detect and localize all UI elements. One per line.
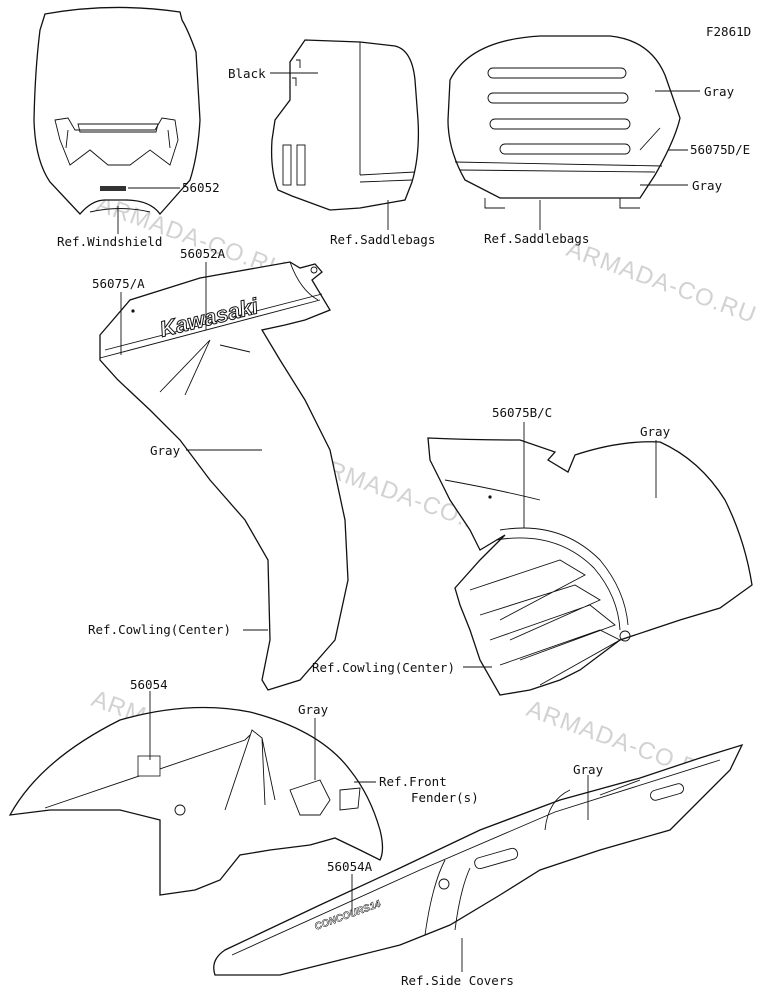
- side-cover-groove: [424, 859, 471, 936]
- saddlebag-right-slot-4: [499, 143, 631, 155]
- cowling-left-part: Kawasaki 56075/A 56052A Gray Ref.Cowling…: [88, 246, 349, 691]
- saddlebag-left-edges: [359, 42, 416, 183]
- cowling-right-screw: [488, 495, 492, 499]
- front-fender-hole: [174, 804, 186, 816]
- side-cover-slot-2: [650, 783, 684, 801]
- label-gray-fender: Gray: [298, 702, 329, 717]
- side-cover-outline: [213, 743, 744, 976]
- label-stripe-cowl-right: 56075B/C: [492, 405, 552, 420]
- windshield-bracket-inner: [65, 123, 171, 149]
- label-side-covers-ref: Ref.Side Covers: [401, 973, 514, 988]
- cowling-right-crease: [444, 479, 541, 501]
- saddlebag-right-stripe: [454, 161, 663, 173]
- cowling-right-louvers: [469, 559, 621, 686]
- label-cowling-ref-right: Ref.Cowling(Center): [312, 660, 455, 675]
- saddlebag-left-vent-2: [296, 144, 306, 186]
- front-fender-inner: [224, 729, 276, 811]
- saddlebag-left-outline: [270, 39, 420, 211]
- cowling-right-part: 56075B/C Gray Ref.Cowling(Center): [312, 405, 753, 696]
- side-cover-slot-1: [474, 847, 519, 870]
- label-gray-bag-bottom: Gray: [692, 178, 723, 193]
- side-cover-edge: [544, 779, 641, 831]
- label-saddlebags-ref-left: Ref.Saddlebags: [330, 232, 435, 247]
- cowling-left-screw: [131, 309, 135, 313]
- label-gray-cowl-left: Gray: [150, 443, 181, 458]
- saddlebag-left-part: Black Ref.Saddlebags: [228, 39, 435, 247]
- saddlebag-right-feet: [484, 198, 640, 209]
- label-windshield-decal: 56052: [182, 180, 220, 195]
- label-side-cover-decal: 56054A: [327, 859, 373, 874]
- windshield-outline: [33, 6, 201, 216]
- cowling-right-outline: [427, 437, 753, 696]
- cowling-left-outline: [99, 261, 349, 691]
- label-stripe-cowl-left: 56075/A: [92, 276, 145, 291]
- cowling-right-mount-hole: [619, 630, 631, 642]
- saddlebag-right-stripe-end: [639, 127, 661, 151]
- side-cover-hole: [438, 878, 450, 890]
- figure-code: F2861D: [706, 24, 751, 39]
- cowling-left-mount-hole: [310, 266, 318, 274]
- saddlebag-right-slot-1: [487, 67, 627, 79]
- label-black: Black: [228, 66, 266, 81]
- windshield-part: 56052 Ref.Windshield: [33, 6, 220, 249]
- side-covers-part: CONCOURS14 Gray 56054A Ref.Side Covers: [213, 743, 744, 988]
- saddlebag-right-slot-3: [489, 118, 631, 130]
- side-cover-crease: [231, 759, 721, 956]
- label-windshield-ref: Ref.Windshield: [57, 234, 162, 249]
- front-fender-stripe: [44, 734, 251, 809]
- watermark-2: ARMADA-CO.RU: [563, 235, 760, 329]
- label-stripe-bag: 56075D/E: [690, 142, 750, 157]
- front-fender-outline: [8, 706, 384, 896]
- saddlebag-right-part: Gray 56075D/E Gray Ref.Saddlebags: [447, 35, 750, 246]
- cowling-left-vent: [159, 339, 251, 396]
- label-gray-side-cover: Gray: [573, 762, 604, 777]
- label-gray-cowl-right: Gray: [640, 424, 671, 439]
- saddlebag-left-vent-1: [282, 144, 292, 186]
- front-fender-decal-mark: [137, 755, 161, 777]
- windshield-lip: [89, 208, 151, 213]
- label-cowling-ref-left: Ref.Cowling(Center): [88, 622, 231, 637]
- saddlebag-right-outline: [447, 35, 681, 199]
- label-gray-bag-top: Gray: [704, 84, 735, 99]
- front-fender-brackets: [289, 779, 361, 816]
- label-saddlebags-ref-right: Ref.Saddlebags: [484, 231, 589, 246]
- cowling-right-stripe: [495, 527, 629, 631]
- label-fender-decal: 56054: [130, 677, 168, 692]
- label-fender-ref-line2: Fender(s): [411, 790, 479, 805]
- cowling-left-stripe: [99, 293, 323, 359]
- label-fender-ref-line1: Ref.Front: [379, 774, 447, 789]
- cowling-left-edge: [289, 261, 319, 301]
- windshield-decal-mark: [100, 186, 126, 191]
- label-kawasaki-decal: 56052A: [180, 246, 226, 261]
- windshield-bracket: [54, 117, 179, 166]
- saddlebag-left-hook: [292, 59, 301, 86]
- front-fender-part: 56054 Gray Ref.Front Fender(s): [8, 677, 479, 896]
- saddlebag-right-slot-2: [487, 92, 629, 104]
